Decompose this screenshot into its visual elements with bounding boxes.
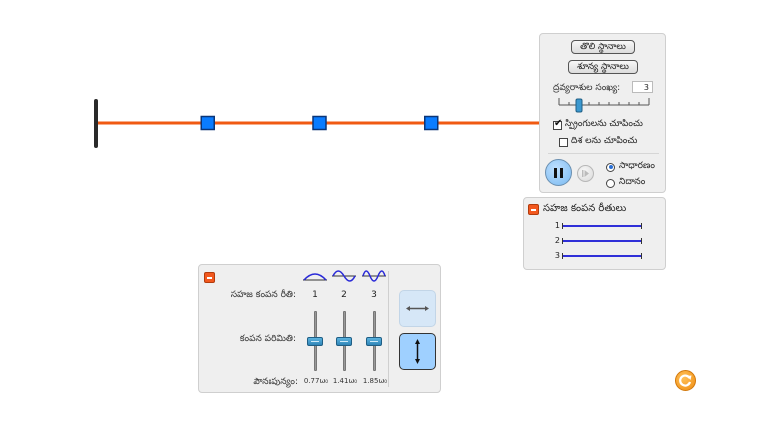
show-springs-label: స్ప్రింగులను చూపించు xyxy=(565,119,643,129)
speed-normal-option[interactable]: సాధారణం xyxy=(606,161,655,173)
amplitude-row-label: కంపన పరిమితి: xyxy=(239,334,296,344)
num-masses-field[interactable]: 3 xyxy=(632,81,653,93)
vertical-arrow-icon xyxy=(415,339,420,364)
mode-row: 2 xyxy=(552,236,642,245)
mode-number: 1 xyxy=(554,221,560,230)
mode-number: 3 xyxy=(371,290,377,300)
reset-button[interactable] xyxy=(675,370,696,391)
frequency-value: 1.41ω₀ xyxy=(332,377,358,385)
collapse-button[interactable] xyxy=(204,272,215,283)
mode-row: 1 xyxy=(552,221,642,230)
num-masses-slider-thumb[interactable] xyxy=(575,98,583,113)
left-wall xyxy=(94,99,98,148)
mass-block[interactable] xyxy=(424,115,439,131)
show-vectors-checkbox[interactable] xyxy=(559,137,568,147)
mode-number: 1 xyxy=(312,290,318,300)
mass-block[interactable] xyxy=(200,115,215,131)
step-button[interactable] xyxy=(577,165,594,182)
show-vectors-label: దిశ లను చూపించు xyxy=(571,136,638,146)
show-vectors-option[interactable]: దిశ లను చూపించు xyxy=(559,136,637,148)
frequency-value: 1.85ω₀ xyxy=(362,377,388,385)
mode-3-shape-icon xyxy=(362,270,386,282)
step-forward-icon xyxy=(582,170,589,177)
amplitudes-panel: సహజ కంపన రీతి: కంపన పరిమితి: పౌనఃపున్యం:… xyxy=(198,264,441,393)
show-springs-checkbox[interactable] xyxy=(553,118,562,130)
vertical-direction-button[interactable] xyxy=(399,333,436,370)
speed-slow-option[interactable]: నిదానం xyxy=(606,177,645,189)
frequency-value: 0.77ω₀ xyxy=(303,377,329,385)
mode-number: 2 xyxy=(341,290,347,300)
frequency-row-label: పౌనఃపున్యం: xyxy=(253,377,298,387)
mode-row: 3 xyxy=(552,251,642,260)
control-panel: తొలి స్థానాలు శూన్య స్థానాలు ద్రవ్యరాశుల… xyxy=(539,33,666,193)
zero-positions-button[interactable]: శూన్య స్థానాలు xyxy=(568,60,638,74)
num-masses-slider[interactable] xyxy=(558,97,650,113)
amplitude-slider-thumb[interactable] xyxy=(336,336,352,346)
normal-modes-title: సహజ కంపన రీతులు xyxy=(543,203,627,214)
mode-number: 2 xyxy=(554,236,560,245)
play-pause-button[interactable] xyxy=(545,159,572,186)
amplitude-slider-thumb[interactable] xyxy=(366,336,382,346)
divider xyxy=(548,153,659,154)
mode-number: 3 xyxy=(554,251,560,260)
mode-line xyxy=(562,222,642,229)
mode-row-label: సహజ కంపన రీతి: xyxy=(230,290,296,300)
horizontal-direction-button[interactable] xyxy=(399,290,436,327)
speed-slow-radio[interactable] xyxy=(606,178,615,188)
show-springs-option[interactable]: స్ప్రింగులను చూపించు xyxy=(553,118,643,131)
divider xyxy=(388,271,389,387)
amplitude-slider-thumb[interactable] xyxy=(307,336,323,346)
speed-normal-label: సాధారణం xyxy=(619,161,655,171)
initial-positions-button[interactable]: తొలి స్థానాలు xyxy=(571,40,635,54)
num-masses-label: ద్రవ్యరాశుల సంఖ్య: xyxy=(553,83,621,93)
mass-block[interactable] xyxy=(312,115,327,131)
speed-slow-label: నిదానం xyxy=(619,177,646,187)
speed-normal-radio[interactable] xyxy=(606,162,615,172)
mode-line xyxy=(562,252,642,259)
mode-2-shape-icon xyxy=(332,270,356,282)
mode-line xyxy=(562,237,642,244)
normal-modes-panel: సహజ కంపన రీతులు 1 2 3 xyxy=(523,197,666,270)
reset-icon xyxy=(679,374,692,387)
horizontal-arrow-icon xyxy=(406,306,429,311)
collapse-button[interactable] xyxy=(528,204,539,215)
mode-1-shape-icon xyxy=(303,273,327,281)
